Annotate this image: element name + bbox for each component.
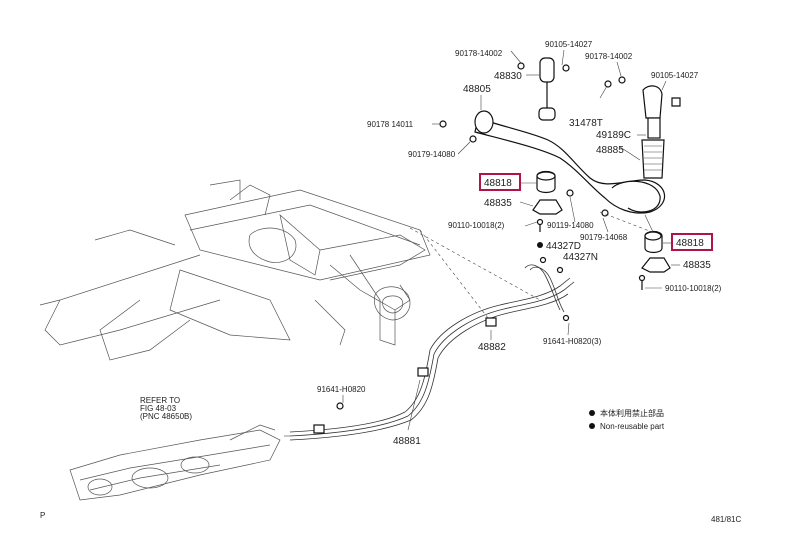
stabilizer-bar [474, 110, 666, 214]
label-90178-14002-a[interactable]: 90178-14002 [455, 49, 503, 58]
reference-assembly-48650B [69, 424, 281, 501]
label-48881[interactable]: 48881 [393, 436, 421, 447]
figure-number: 481/81C [711, 515, 741, 524]
reference-line-1[interactable]: REFER TO [140, 396, 180, 405]
label-90110-10018-a[interactable]: 90110-10018(2) [448, 221, 505, 230]
highlight-48818-left [479, 173, 521, 191]
reference-dashed-lines [409, 211, 653, 319]
tube-assembly [284, 264, 575, 441]
legend-marker-2 [589, 423, 595, 429]
part-labels: 90178-14002 90105-14027 48830 48805 9017… [317, 40, 722, 447]
label-48805[interactable]: 48805 [463, 84, 491, 95]
fasteners [336, 120, 609, 410]
label-48835-right[interactable]: 48835 [683, 260, 711, 271]
corner-left-mark: P [40, 511, 45, 520]
label-48882[interactable]: 48882 [478, 342, 506, 353]
label-90179-14080-a[interactable]: 90179-14080 [408, 150, 456, 159]
bushing-48818-right [644, 230, 663, 254]
label-90119-14080[interactable]: 90119-14080 [547, 221, 594, 230]
leader-lines [342, 49, 680, 431]
legend-item-2: Non-reusable part [600, 422, 665, 431]
label-48818-left[interactable]: 48818 [484, 178, 512, 189]
label-44327N[interactable]: 44327N [563, 252, 598, 263]
label-90179-14068[interactable]: 90179-14068 [580, 233, 628, 242]
reference-note: REFER TO FIG 48-03 (PNC 48650B) [140, 396, 192, 421]
bracket-48835-right [638, 257, 671, 290]
legend-item-1: 本体利用禁止部品 [600, 408, 664, 418]
stabilizer-link-48830 [517, 57, 570, 121]
label-90105-14027-a[interactable]: 90105-14027 [545, 40, 593, 49]
label-91641-H0820-b[interactable]: 91641-H0820 [317, 385, 366, 394]
reference-line-3[interactable]: (PNC 48650B) [140, 412, 192, 421]
label-91641-H0820-a[interactable]: 91641-H0820(3) [543, 337, 602, 346]
label-48830[interactable]: 48830 [494, 71, 522, 82]
vehicle-frame [39, 179, 431, 361]
label-48835-left[interactable]: 48835 [484, 198, 512, 209]
legend: 本体利用禁止部品 Non-reusable part [589, 408, 665, 431]
non-reusable-marker-44327D [537, 242, 543, 248]
label-48818-right[interactable]: 48818 [676, 238, 704, 249]
label-31478T[interactable]: 31478T [569, 118, 603, 129]
label-90105-14027-b[interactable]: 90105-14027 [651, 71, 699, 80]
label-48885[interactable]: 48885 [596, 145, 624, 156]
highlight-48818-right [671, 233, 713, 251]
label-90178-14011[interactable]: 90178 14011 [367, 120, 414, 129]
label-44327D[interactable]: 44327D [546, 241, 581, 252]
bushing-48818-left [536, 170, 556, 194]
label-90110-10018-b[interactable]: 90110-10018(2) [665, 284, 722, 293]
label-49189C[interactable]: 49189C [596, 130, 631, 141]
bracket-48835-left [532, 199, 563, 232]
reference-line-2[interactable]: FIG 48-03 [140, 404, 177, 413]
label-90178-14002-b[interactable]: 90178-14002 [585, 52, 633, 61]
legend-marker-1 [589, 410, 595, 416]
stabilizer-link-48885 [604, 76, 681, 179]
